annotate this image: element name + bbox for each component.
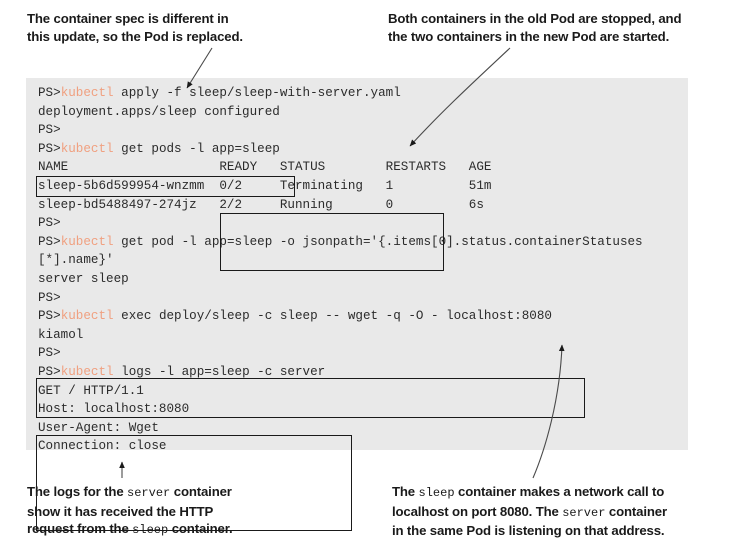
annotation-top-left: The container spec is different in this …: [27, 11, 243, 44]
terminal-line: GET / HTTP/1.1: [38, 382, 643, 401]
terminal-prompt: PS>: [38, 346, 61, 361]
terminal-line: PS>: [38, 214, 643, 233]
terminal-line: Host: localhost:8080: [38, 400, 643, 419]
terminal-line-text: kiamol: [38, 327, 84, 342]
terminal-panel: PS>kubectl apply -f sleep/sleep-with-ser…: [26, 78, 688, 531]
terminal-line-text: get pod -l app=sleep -o jsonpath='{.item…: [113, 234, 643, 249]
terminal-line: PS>: [38, 289, 643, 308]
annotation-code-term: server: [127, 486, 171, 500]
terminal-prompt: PS>: [38, 216, 61, 231]
annotation-bottom-right: The sleep container makes a network call…: [392, 483, 732, 540]
terminal-line: PS>kubectl apply -f sleep/sleep-with-ser…: [38, 84, 643, 103]
terminal-command-name: kubectl: [60, 86, 114, 100]
terminal-line-text: Connection: close: [38, 439, 167, 454]
annotation-text: The logs for the: [27, 484, 128, 499]
terminal-prompt: PS>: [38, 86, 61, 100]
terminal-command-name: kubectl: [60, 234, 114, 249]
terminal-line: [*].name}': [38, 251, 643, 270]
terminal-line-text: Host: localhost:8080: [38, 402, 190, 417]
terminal-line: User-Agent: Wget: [38, 419, 643, 438]
terminal-line-text: sleep-bd5488497-274jz 2/2 Running 0 6s: [38, 197, 484, 212]
annotation-text: container show it has received the HTTP …: [27, 484, 232, 536]
terminal-line-text: [*].name}': [38, 253, 114, 268]
terminal-prompt: PS>: [38, 234, 61, 249]
terminal-line: PS>: [38, 344, 643, 363]
terminal-prompt: PS>: [38, 141, 61, 156]
terminal-line: PS>kubectl get pods -l app=sleep: [38, 140, 643, 159]
terminal-prompt: PS>: [38, 123, 61, 138]
terminal-output: PS>kubectl apply -f sleep/sleep-with-ser…: [38, 84, 643, 456]
terminal-command-name: kubectl: [60, 141, 114, 156]
terminal-line: deployment.apps/sleep configured: [38, 103, 643, 122]
annotation-code-term: server: [562, 505, 606, 520]
terminal-line-text: GET / HTTP/1.1: [38, 383, 144, 398]
terminal-command-name: kubectl: [60, 364, 114, 379]
terminal-line: PS>kubectl get pod -l app=sleep -o jsonp…: [38, 233, 643, 252]
terminal-line: server sleep: [38, 270, 643, 289]
terminal-line-text: apply -f sleep/sleep-with-server.yaml: [113, 86, 401, 100]
terminal-line: Connection: close: [38, 437, 643, 456]
terminal-line: PS>kubectl exec deploy/sleep -c sleep --…: [38, 307, 643, 326]
terminal-prompt: PS>: [38, 290, 61, 305]
terminal-line-text: logs -l app=sleep -c server: [113, 364, 326, 379]
terminal-line: sleep-5b6d599954-wnzmm 0/2 Terminating 1…: [38, 177, 643, 196]
terminal-line: sleep-bd5488497-274jz 2/2 Running 0 6s: [38, 196, 643, 215]
terminal-line: PS>kubectl logs -l app=sleep -c server: [38, 363, 643, 382]
terminal-line-text: server sleep: [38, 271, 129, 286]
terminal-prompt: PS>: [38, 364, 61, 379]
terminal-command-name: kubectl: [60, 309, 114, 324]
annotation-code-term: sleep: [132, 523, 169, 537]
annotation-text: The: [392, 484, 419, 499]
terminal-line-text: exec deploy/sleep -c sleep -- wget -q -O…: [113, 309, 552, 324]
terminal-line-text: sleep-5b6d599954-wnzmm 0/2 Terminating 1…: [38, 178, 492, 193]
annotation-top-right: Both containers in the old Pod are stopp…: [388, 11, 682, 44]
terminal-prompt: PS>: [38, 309, 61, 324]
terminal-line: NAME READY STATUS RESTARTS AGE: [38, 158, 643, 177]
terminal-line-text: get pods -l app=sleep: [113, 141, 280, 156]
annotation-text: container in the same Pod is listening o…: [392, 503, 667, 539]
terminal-line: PS>: [38, 121, 643, 140]
annotation-text: container makes a network call to localh…: [392, 484, 665, 519]
annotation-code-term: sleep: [418, 486, 455, 500]
terminal-line-text: User-Agent: Wget: [38, 420, 159, 435]
terminal-line-text: NAME READY STATUS RESTARTS AGE: [38, 160, 492, 175]
annotation-text: container.: [168, 521, 233, 536]
terminal-line: kiamol: [38, 326, 643, 345]
annotation-bottom-left: The logs for the server container show i…: [27, 483, 357, 540]
terminal-line-text: deployment.apps/sleep configured: [38, 104, 280, 119]
